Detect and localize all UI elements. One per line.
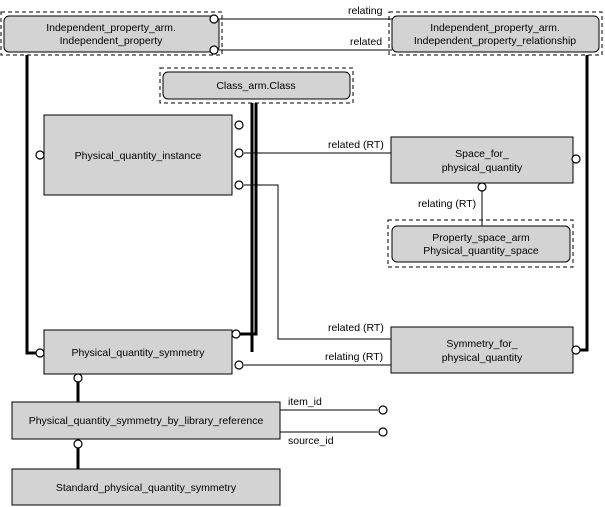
relation-end-circle [209, 45, 219, 55]
entity-label-line: Independent_property_arm. [46, 22, 176, 34]
subtype-line-independent-property-relationship [578, 55, 589, 352]
relation-end-circle [234, 148, 244, 158]
entity-label-line: Physical_quantity_space [423, 245, 539, 257]
entity-symmetry-for-physical-quantity: Symmetry_for_ physical_quantity [390, 326, 574, 374]
entity-label-line: Independent_property [60, 35, 163, 47]
relation-label-relating-rt: relating (RT) [325, 351, 383, 363]
relation-label-related-rt: related (RT) [328, 139, 384, 151]
relation-end-circle [234, 180, 244, 190]
subtype-end-circle [35, 150, 45, 160]
attribute-end-circle [378, 427, 388, 437]
relation-end-circle [477, 182, 487, 192]
subtype-end-circle [231, 329, 241, 339]
entity-label-line: Independent_property_arm. [430, 22, 560, 34]
subtype-end-circle [73, 439, 83, 449]
entity-label-line: Physical_quantity_symmetry_by_library_re… [29, 415, 264, 427]
subtype-end-circle [35, 348, 45, 358]
entity-physical-quantity-instance: Physical_quantity_instance [43, 114, 233, 196]
relation-end-circle [209, 14, 219, 24]
subtype-end-circle [571, 154, 581, 164]
entity-independent-property-relationship: Independent_property_arm. Independent_pr… [388, 11, 603, 56]
relation-label-related: related [350, 36, 382, 48]
relation-label-relating: relating [348, 5, 383, 17]
entity-class: Class_arm.Class [159, 67, 354, 104]
entity-label-line: Symmetry_for_ [446, 338, 517, 350]
subtype-end-circle [571, 345, 581, 355]
relation-label-related-rt: related (RT) [328, 322, 384, 334]
entity-label-line: Class_arm.Class [216, 80, 295, 92]
entity-label-line: Independent_property_relationship [414, 35, 576, 47]
entity-label-line: physical_quantity [442, 352, 523, 364]
attribute-label-item-id: item_id [288, 396, 322, 408]
relation-line-symmetry-related [244, 184, 391, 340]
entity-label-line: physical_quantity [442, 162, 523, 174]
entity-space-for-physical-quantity: Space_for_ physical_quantity [390, 136, 574, 184]
entity-label-line: Property_space_arm [432, 232, 530, 244]
entity-label-line: Space_for_ [455, 148, 509, 160]
entity-independent-property: Independent_property_arm. Independent_pr… [0, 11, 223, 56]
entity-label-line: Physical_quantity_instance [75, 150, 202, 162]
attribute-label-source-id: source_id [288, 435, 334, 447]
relation-end-circle [234, 360, 244, 370]
entity-physical-quantity-symmetry-by-library-reference: Physical_quantity_symmetry_by_library_re… [11, 401, 281, 440]
subtype-end-circle [234, 120, 244, 130]
entity-physical-quantity-symmetry: Physical_quantity_symmetry [43, 329, 233, 375]
entity-label-line: Physical_quantity_symmetry [71, 347, 205, 359]
entity-physical-quantity-space: Property_space_arm Physical_quantity_spa… [387, 219, 574, 268]
relation-label-relating-rt: relating (RT) [418, 198, 476, 210]
subtype-end-circle [73, 373, 83, 383]
subtype-line-independent-property [25, 55, 38, 355]
attribute-end-circle [378, 405, 388, 415]
entity-label-line: Standard_physical_quantity_symmetry [56, 482, 237, 494]
entity-standard-physical-quantity-symmetry: Standard_physical_quantity_symmetry [11, 468, 281, 506]
subtype-line-class-left [238, 103, 258, 336]
